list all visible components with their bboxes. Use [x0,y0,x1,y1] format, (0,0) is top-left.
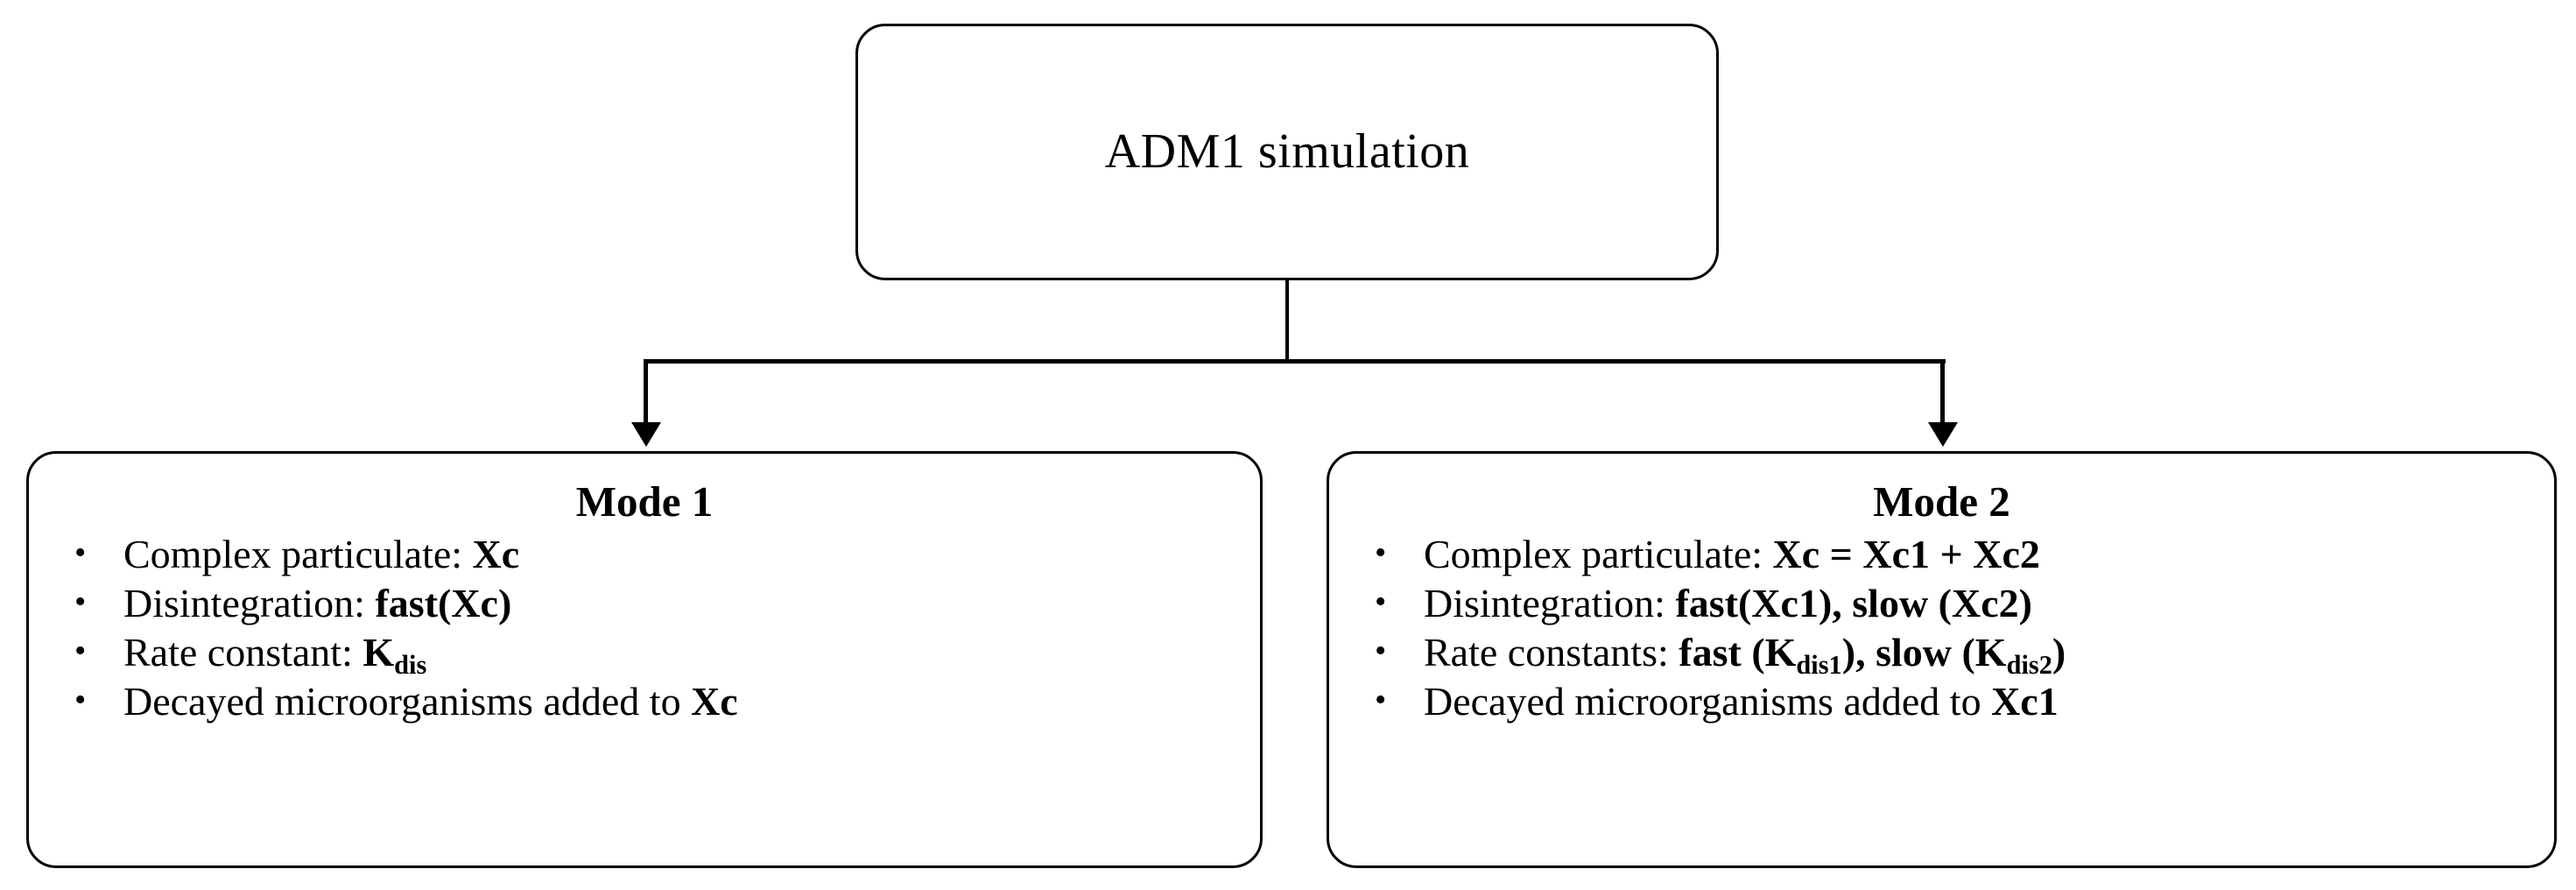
list-item-emphasis: fast(Xc) [375,581,512,626]
connector-arrow-left-shaft [644,359,648,424]
list-item: • Decayed microorganisms added to Xc [74,677,1244,726]
arrowhead-down-right-icon [1928,422,1958,447]
bullet-list-mode-1: • Complex particulate: Xc • Disintegrati… [29,530,1260,726]
bullet-dot-icon: • [74,632,87,670]
list-item-prefix: Disintegration: [1424,581,1676,626]
list-item-emphasis: Xc [472,532,520,576]
list-item-suffix-tail: ) [2052,630,2066,675]
node-adm1-simulation[interactable]: ADM1 simulation [855,24,1719,280]
list-item-subscript: dis1 [1796,650,1842,681]
list-item: • Rate constants: fast (Kdis1), slow (Kd… [1375,628,2538,681]
connector-stem-vertical [1285,279,1289,363]
list-item-prefix: Decayed microorganisms added to [1424,679,1992,724]
list-item-text: Complex particulate: Xc [123,530,1244,579]
list-item-text: Disintegration: fast(Xc) [123,579,1244,628]
list-item: • Decayed microorganisms added to Xc1 [1375,677,2538,726]
list-item-emphasis: Xc = Xc1 + Xc2 [1772,532,2040,576]
list-item-prefix: Decayed microorganisms added to [123,679,692,724]
node-mode-2[interactable]: Mode 2 • Complex particulate: Xc = Xc1 +… [1327,451,2557,868]
bullet-dot-icon: • [74,583,87,621]
list-item-emphasis: fast (K [1679,630,1797,675]
connector-arrow-right-shaft [1940,359,1945,424]
arrowhead-down-left-icon [631,422,661,447]
node-mode-1[interactable]: Mode 1 • Complex particulate: Xc • Disin… [26,451,1263,868]
list-item-prefix: Rate constants: [1424,630,1679,675]
list-item-text: Disintegration: fast(Xc1), slow (Xc2) [1424,579,2538,628]
list-item-text: Rate constants: fast (Kdis1), slow (Kdis… [1424,628,2538,681]
list-item: • Rate constant: Kdis [74,628,1244,681]
bullet-dot-icon: • [1375,682,1387,719]
connector-branch-horizontal [644,359,1946,364]
list-item-text: Decayed microorganisms added to Xc [123,677,1244,726]
bullet-dot-icon: • [74,534,87,571]
list-item-subscript: dis [394,650,427,681]
list-item-emphasis: K [362,630,395,675]
list-item: • Disintegration: fast(Xc) [74,579,1244,628]
bullet-dot-icon: • [74,682,87,719]
list-item: • Complex particulate: Xc = Xc1 + Xc2 [1375,530,2538,579]
node-label-root: ADM1 simulation [1104,124,1470,179]
list-item: • Disintegration: fast(Xc1), slow (Xc2) [1375,579,2538,628]
list-item-suffix: ), slow (K [1841,630,2007,675]
list-item-text: Rate constant: Kdis [123,628,1244,681]
bullet-dot-icon: • [1375,534,1387,571]
list-item-emphasis: Xc [691,679,738,724]
list-item: • Complex particulate: Xc [74,530,1244,579]
bullet-dot-icon: • [1375,632,1387,670]
node-title-mode-2: Mode 2 [1873,477,2010,526]
list-item-emphasis: fast(Xc1), slow (Xc2) [1675,581,2032,626]
list-item-prefix: Complex particulate: [1424,532,1773,576]
bullet-list-mode-2: • Complex particulate: Xc = Xc1 + Xc2 • … [1329,530,2554,726]
list-item-prefix: Disintegration: [123,581,376,626]
list-item-subscript-2: dis2 [2006,650,2052,681]
list-item-prefix: Complex particulate: [123,532,473,576]
node-title-mode-1: Mode 1 [575,477,714,526]
bullet-dot-icon: • [1375,583,1387,621]
list-item-emphasis: Xc1 [1991,679,2059,724]
list-item-text: Decayed microorganisms added to Xc1 [1424,677,2538,726]
list-item-text: Complex particulate: Xc = Xc1 + Xc2 [1424,530,2538,579]
list-item-prefix: Rate constant: [123,630,363,675]
